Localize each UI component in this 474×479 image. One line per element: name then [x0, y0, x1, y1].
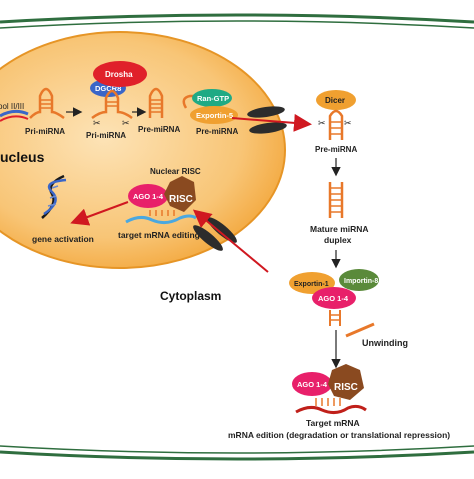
pol-label-group: pol II/III [0, 102, 29, 122]
dgcr8-label: DGCR8 [95, 84, 121, 93]
unwinding-label: Unwinding [362, 338, 408, 348]
svg-text:✂: ✂ [122, 118, 130, 128]
exportin5-protein [190, 106, 238, 124]
bottom-frame-border-inner [0, 445, 474, 454]
cyto-target-mrna [295, 404, 367, 415]
ago-nuclear-label: AGO 1-4 [133, 192, 164, 201]
risc-cyto-label: RISC [334, 382, 358, 393]
exportin5-label: Exportin-5 [196, 111, 233, 120]
dicer-pre-mirna-hairpin [328, 109, 344, 140]
mature-mirna-label: Mature miRNA [310, 224, 369, 234]
nuclear-pore-1-top [247, 106, 285, 118]
cyto-mirna-strand [315, 398, 341, 406]
mature-duplex-icon [328, 182, 344, 218]
nuclear-target-mrna [125, 214, 197, 225]
pri-mirna-hairpin-1 [29, 87, 65, 120]
svg-text:✂: ✂ [93, 118, 101, 128]
drosha-protein [93, 61, 147, 87]
ago-nuclear-protein [128, 184, 168, 208]
risc-nuclear-hexagon [164, 176, 196, 212]
pri-mirna-label-2: Pri-miRNA [86, 131, 126, 140]
mrna-edition-label: mRNA edition (degradation or translation… [228, 430, 450, 440]
importin8-protein [339, 269, 379, 291]
pri-mirna-hairpin-2 [91, 89, 133, 120]
cytoplasm-label: Cytoplasm [160, 289, 221, 303]
pre-mirna-label-1: Pre-miRNA [138, 125, 180, 134]
nuclear-pore-2-left [193, 225, 223, 251]
nuclear-mirna-strand [149, 210, 175, 216]
pre-mirna-hairpin-1 [148, 87, 164, 118]
scissors-icon: ✂ ✂ [93, 118, 130, 128]
gene-activation-label: gene activation [32, 234, 94, 244]
exportin1-label: Exportin-1 [294, 281, 329, 288]
pre-mirna-label-2: Pre-miRNA [196, 127, 238, 136]
export-arrow [231, 113, 312, 132]
duplex-label: duplex [324, 235, 352, 245]
pol-dna-strand-2 [0, 115, 29, 122]
svg-text:✂: ✂ [318, 118, 326, 128]
import-arrow [192, 209, 269, 273]
nucleus-label: ucleus [0, 149, 45, 165]
target-mrna-label: Target mRNA [306, 418, 360, 428]
dicer-label: Dicer [325, 96, 345, 105]
ran-gtp-label: Ran-GTP [197, 94, 229, 103]
bottom-frame-border [0, 450, 474, 461]
pri-mirna-label-1: Pri-miRNA [25, 127, 65, 136]
pre-mirna-label-3: Pre-miRNA [315, 145, 357, 154]
target-editing-label: target mRNA editing [118, 230, 200, 240]
ran-gtp-protein [192, 89, 232, 107]
dicer-protein [316, 90, 356, 110]
svg-text:✂: ✂ [344, 118, 352, 128]
dna-icon [41, 174, 67, 219]
pre-mirna-hairpin-2 [182, 94, 202, 109]
drosha-label: Drosha [105, 70, 133, 79]
nuclear-pore-2-right [207, 217, 237, 243]
top-frame-border-inner [0, 20, 474, 29]
importin8-label: Importin-8 [344, 278, 378, 285]
risc-cyto-hexagon [328, 364, 364, 400]
risc-nuclear-label: RISC [169, 194, 193, 205]
scissors-icon: ✂ ✂ [318, 118, 352, 128]
unwound-strand [345, 322, 375, 338]
nuclear-risc-label: Nuclear RISC [150, 167, 201, 176]
loaded-mirna-strand [329, 310, 341, 326]
top-frame-border [0, 13, 474, 24]
pol-dna-strand [0, 109, 29, 118]
ago-cyto-protein-2 [292, 372, 332, 396]
ago-cyto-protein-1 [312, 287, 356, 309]
nuclear-pore-1-bottom [249, 122, 287, 134]
arrow-to-gene-activation [70, 201, 129, 226]
pol-label: pol II/III [0, 102, 24, 111]
ago-cyto-label-2: AGO 1-4 [297, 380, 328, 389]
ago-cyto-label-1: AGO 1-4 [318, 294, 349, 303]
